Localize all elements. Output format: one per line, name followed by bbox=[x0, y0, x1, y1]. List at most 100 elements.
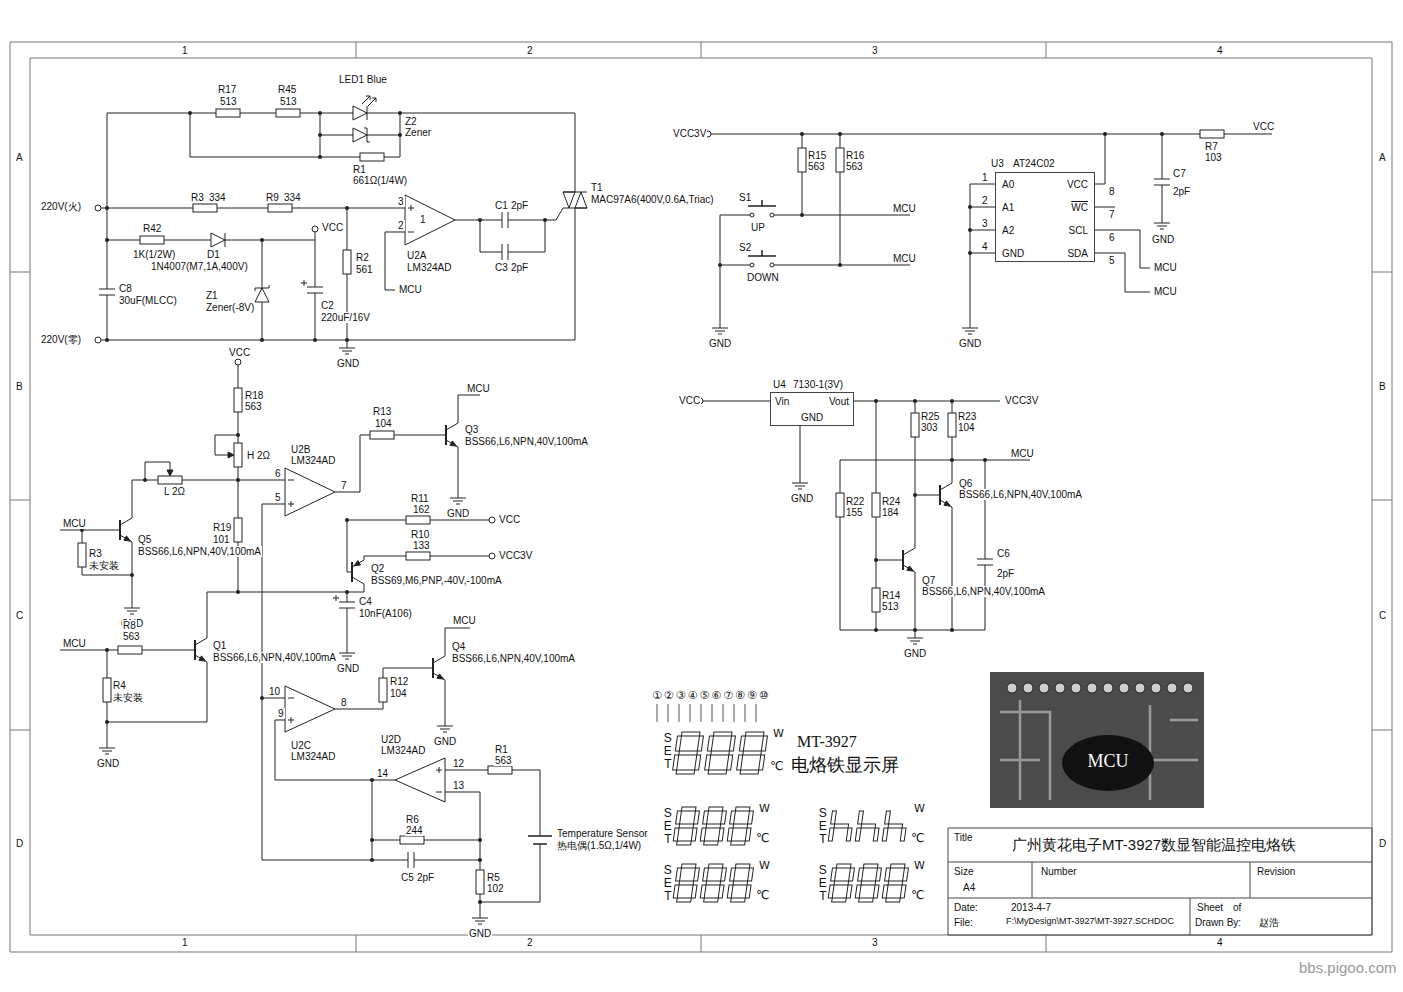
segment bbox=[718, 885, 724, 898]
component-label: R7 bbox=[1204, 141, 1219, 152]
pin-name: A2 bbox=[1002, 225, 1014, 236]
transistor-arrow bbox=[450, 441, 457, 446]
junction-dot bbox=[478, 838, 482, 842]
junction-dot bbox=[236, 478, 240, 482]
transistor-base bbox=[432, 658, 434, 678]
segment bbox=[903, 868, 909, 881]
display-annotation: ℃ bbox=[755, 889, 770, 902]
segment bbox=[727, 828, 733, 841]
component-label: 5 bbox=[274, 492, 282, 503]
component-label: U3 bbox=[990, 158, 1005, 169]
wire bbox=[1095, 207, 1115, 208]
component-label: 1 bbox=[419, 214, 427, 225]
segment bbox=[705, 755, 711, 770]
component-label: 563 bbox=[807, 161, 826, 172]
component-label: MCU bbox=[398, 284, 423, 295]
segment bbox=[708, 864, 723, 868]
opamp-sign bbox=[408, 232, 414, 233]
wire bbox=[575, 208, 576, 340]
wire bbox=[107, 113, 108, 340]
wire bbox=[275, 720, 395, 780]
wire bbox=[915, 572, 916, 630]
component-label: AT24C02 bbox=[1012, 158, 1056, 169]
grid-reference: D bbox=[1378, 838, 1387, 849]
transistor-base bbox=[351, 562, 353, 582]
capacitor-symbol bbox=[339, 602, 355, 608]
component-label: 热电偶(1.5Ω,1/4W) bbox=[556, 840, 642, 851]
junction-dot bbox=[838, 132, 842, 136]
component-label: R16 bbox=[845, 150, 865, 161]
junction-dot bbox=[105, 338, 109, 342]
led-light-arrows bbox=[362, 96, 376, 106]
resistor-symbol bbox=[78, 543, 86, 567]
diode-bar bbox=[225, 233, 226, 247]
wire bbox=[458, 447, 459, 490]
junction-dot bbox=[236, 433, 240, 437]
segment bbox=[846, 885, 852, 898]
component-label: 5 bbox=[1108, 255, 1116, 266]
component-label: 220V(火) bbox=[40, 201, 82, 212]
pcb-pad bbox=[1023, 683, 1033, 693]
pin-name: Vin bbox=[775, 396, 789, 407]
component-label: 155 bbox=[845, 507, 864, 518]
seven-segment-digit bbox=[855, 864, 882, 902]
component-label: GND bbox=[958, 338, 982, 349]
segment bbox=[739, 736, 745, 751]
transistor-leads bbox=[120, 518, 132, 542]
seven-segment-digit bbox=[882, 864, 909, 902]
capacitor-symbol bbox=[1154, 179, 1170, 185]
resistor-symbol bbox=[406, 552, 430, 560]
component-label: GND bbox=[336, 358, 360, 369]
segment bbox=[681, 864, 696, 868]
segment bbox=[855, 885, 861, 898]
resistor-symbol bbox=[343, 250, 351, 274]
wire bbox=[262, 698, 285, 699]
wire bbox=[668, 704, 669, 722]
wire bbox=[132, 542, 133, 600]
segment bbox=[861, 824, 876, 828]
wire bbox=[107, 113, 575, 192]
wire bbox=[262, 504, 372, 860]
title-block-field: 2013-4-7 bbox=[1010, 902, 1052, 913]
junction-dot bbox=[950, 458, 954, 462]
switch-contact bbox=[750, 213, 754, 217]
component-label: 104 bbox=[374, 418, 393, 429]
component-label: 2pF bbox=[996, 568, 1015, 579]
component-label: Zener bbox=[404, 127, 432, 138]
seven-segment-digit bbox=[828, 864, 855, 902]
wire bbox=[1224, 134, 1272, 135]
wire bbox=[952, 507, 953, 630]
component-label: R8 bbox=[122, 620, 137, 631]
ground-symbol bbox=[472, 910, 488, 924]
pcb-pad bbox=[1135, 683, 1145, 693]
component-label: C4 bbox=[358, 596, 373, 607]
component-label: 563 bbox=[494, 755, 513, 766]
component-label: R22 bbox=[845, 496, 865, 507]
wire bbox=[970, 253, 995, 254]
component-label: R23 bbox=[957, 411, 977, 422]
junction-dot bbox=[260, 338, 264, 342]
segment bbox=[703, 868, 709, 881]
resistor-symbol bbox=[276, 109, 300, 117]
wire bbox=[107, 662, 207, 722]
transistor-leads bbox=[903, 548, 915, 572]
port-symbol bbox=[235, 359, 241, 365]
component-label: C3 bbox=[494, 262, 509, 273]
component-label: U2D bbox=[380, 734, 402, 745]
resistor-symbol bbox=[1200, 130, 1224, 138]
display-annotation: ℃ bbox=[755, 832, 770, 845]
ground-symbol bbox=[99, 740, 115, 754]
component-label: DOWN bbox=[746, 272, 780, 283]
seven-segment-digit bbox=[704, 732, 736, 774]
component-label: Q4 bbox=[451, 641, 466, 652]
component-label: 8 bbox=[340, 697, 348, 708]
chip-outline-shape bbox=[1062, 735, 1154, 791]
junction-dot bbox=[345, 518, 349, 522]
segment bbox=[707, 736, 713, 751]
wire bbox=[215, 435, 229, 455]
component-label: R19 bbox=[212, 522, 232, 533]
segment bbox=[713, 732, 732, 736]
transistor-leads bbox=[940, 483, 952, 507]
display-annotation: W bbox=[772, 728, 785, 740]
junction-dot bbox=[1160, 132, 1164, 136]
